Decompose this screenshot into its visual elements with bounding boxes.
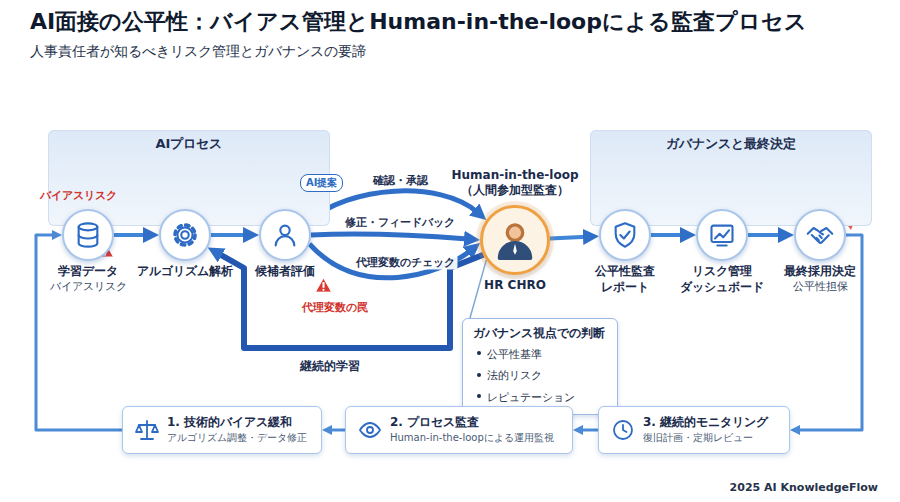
bullet-text: レピュテーション bbox=[487, 391, 575, 403]
ai-bubble: AI提案 bbox=[300, 174, 343, 192]
step-box: 2. プロセス監査Human-in-the-loopによる運用監視 bbox=[345, 406, 573, 454]
node-icon bbox=[358, 418, 382, 442]
node-icon bbox=[271, 221, 299, 249]
flow-arrow bbox=[211, 233, 247, 237]
node-icon bbox=[493, 218, 537, 262]
edge-label: 確認・承認 bbox=[370, 173, 431, 188]
icon-node: リスク管理 ダッシュボード bbox=[696, 209, 748, 261]
node-caption: リスク管理 ダッシュボード bbox=[676, 264, 768, 295]
flow-arrow bbox=[218, 254, 483, 349]
step-heading: 1. 技術的バイアス緩和 bbox=[167, 415, 309, 431]
icon-node: アルゴリズム解析 bbox=[159, 209, 211, 261]
node-caption: 最終採用決定公平性担保 bbox=[784, 264, 856, 294]
bullet-dot bbox=[477, 373, 481, 377]
flow-arrow bbox=[581, 429, 598, 432]
bullet-text: 法的リスク bbox=[487, 369, 542, 381]
node-icon bbox=[708, 221, 736, 249]
node-label: 公平性監査 レポート bbox=[589, 264, 661, 295]
node-caption: 公平性監査 レポート bbox=[589, 264, 661, 295]
node-icon bbox=[135, 418, 159, 442]
node-icon bbox=[806, 221, 834, 249]
icon-node: 公平性監査 レポート bbox=[599, 209, 651, 261]
flow-arrow bbox=[550, 237, 587, 239]
flow-arrow bbox=[309, 244, 470, 278]
bullet-row: 法的リスク bbox=[473, 363, 605, 385]
reviewer-node: Human-in-the-loop （人間参加型監査）HR CHRO bbox=[480, 205, 550, 275]
flow-arrow bbox=[330, 429, 345, 432]
subtitle: 人事責任者が知るべきリスク管理とガバナンスの要諦 bbox=[30, 43, 366, 61]
node-icon bbox=[611, 418, 635, 442]
node-caption: 学習データバイアスリスク bbox=[50, 264, 127, 294]
node-label: 候補者評価 bbox=[255, 264, 315, 280]
bullet-row: レピュテーション bbox=[473, 385, 605, 407]
loop-heading: Human-in-the-loop （人間参加型監査） bbox=[445, 168, 585, 198]
bullet-dot bbox=[477, 394, 481, 398]
flow-arrow bbox=[748, 233, 782, 237]
flow-arrow bbox=[114, 233, 147, 237]
callout-heading: ガバナンス視点での判断 bbox=[473, 325, 605, 342]
step-heading: 2. プロセス監査 bbox=[390, 415, 560, 431]
flow-arrow bbox=[470, 260, 486, 318]
bullet-text: 公平性基準 bbox=[487, 348, 542, 360]
node-sublabel: バイアスリスク bbox=[50, 280, 127, 294]
step-detail: 復旧計画・定期レビュー bbox=[643, 431, 777, 445]
warning-icon bbox=[315, 278, 331, 292]
edge-label: 代理変数のチェック bbox=[353, 255, 458, 270]
node-caption: 候補者評価 bbox=[255, 264, 315, 280]
bullet-dot bbox=[477, 351, 481, 355]
node-icon bbox=[611, 221, 639, 249]
group-panel: AIプロセス学習データバイアスリスクアルゴリズム解析候補者評価 bbox=[48, 130, 330, 226]
step-detail: アルゴリズム調整・データ修正 bbox=[167, 431, 309, 445]
node-icon bbox=[171, 221, 199, 249]
node-caption: アルゴリズム解析 bbox=[137, 264, 233, 280]
step-box: 1. 技術的バイアス緩和アルゴリズム調整・データ修正 bbox=[122, 406, 322, 454]
step-detail: Human-in-the-loopによる運用監視 bbox=[390, 431, 560, 445]
edge-label: 継続的学習 bbox=[297, 358, 363, 375]
step-box: 3. 継続的モニタリング復旧計画・定期レビュー bbox=[598, 406, 790, 454]
panel-heading: AIプロセス bbox=[48, 135, 330, 153]
icon-node: 候補者評価 bbox=[259, 209, 311, 261]
node-sublabel: 公平性担保 bbox=[784, 280, 856, 294]
icon-node: 最終採用決定公平性担保 bbox=[794, 209, 846, 261]
step-heading: 3. 継続的モニタリング bbox=[643, 415, 777, 431]
node-caption: HR CHRO bbox=[484, 278, 546, 293]
group-panel: ガバナンスと最終決定公平性監査 レポートリスク管理 ダッシュボード最終採用決定公… bbox=[590, 130, 872, 226]
footer-credit: 2025 AI KnowledgeFlow bbox=[730, 481, 878, 494]
node-heading: Human-in-the-loop （人間参加型監査） bbox=[445, 168, 585, 198]
node-label: 最終採用決定 bbox=[784, 264, 856, 280]
role-label: HR CHRO bbox=[484, 278, 546, 293]
icon-node: 学習データバイアスリスク bbox=[62, 209, 114, 261]
flow-arrow bbox=[651, 233, 684, 237]
node-label: 学習データ bbox=[50, 264, 127, 280]
edge-label: 修正・フィードバック bbox=[342, 215, 458, 230]
callout-box: ガバナンス視点での判断公平性基準法的リスクレピュテーション bbox=[462, 318, 618, 415]
node-label: リスク管理 ダッシュボード bbox=[676, 264, 768, 295]
node-label: アルゴリズム解析 bbox=[137, 264, 233, 280]
trap-label: 代理変数の罠 bbox=[302, 300, 368, 315]
risk-label: バイアスリスク bbox=[40, 188, 117, 203]
panel-heading: ガバナンスと最終決定 bbox=[590, 135, 872, 153]
bullet-row: 公平性基準 bbox=[473, 342, 605, 364]
flow-arrow bbox=[311, 234, 468, 239]
node-icon bbox=[74, 221, 102, 249]
diagram-title: AI面接の公平性：バイアス管理とHuman-in-the-loopによる監査プロ… bbox=[30, 8, 870, 37]
